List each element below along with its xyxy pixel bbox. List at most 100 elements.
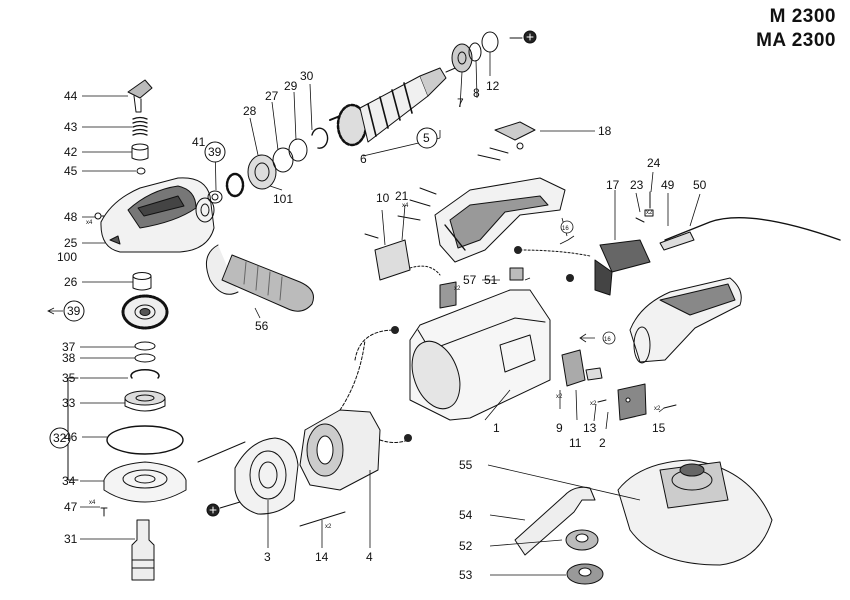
label-48: 48 <box>64 210 78 224</box>
callout-circle-39-left <box>63 300 85 322</box>
part-bearing-7 <box>451 43 473 73</box>
label-32: 32 <box>53 431 67 445</box>
label-51: 51 <box>484 273 498 287</box>
label-30: 30 <box>300 69 314 83</box>
label-24: 24 <box>647 156 661 170</box>
part-washer-37 <box>134 341 156 351</box>
part-cap-12 <box>481 31 499 53</box>
part-side-handle-56 <box>205 244 314 312</box>
label-25: 25 <box>64 236 78 250</box>
part-screw-47 <box>100 507 108 517</box>
conn-dot-2 <box>404 434 412 442</box>
part-washer-27 <box>272 147 294 173</box>
mult-24: x2 <box>646 210 653 216</box>
part-guard-55 <box>617 459 773 566</box>
label-13: 13 <box>583 421 597 435</box>
part-mount-10 <box>374 239 441 281</box>
label-7: 7 <box>457 96 464 110</box>
model-title-2: MA 2300 <box>756 30 836 51</box>
wire-2 <box>379 439 409 443</box>
part-spindle-31 <box>131 519 155 581</box>
label-2: 2 <box>599 436 606 450</box>
label-57: 57 <box>463 273 477 287</box>
label-38: 38 <box>62 351 76 365</box>
part-nut-53 <box>566 563 604 585</box>
mult-21: x4 <box>402 203 409 209</box>
group-bracket-32 <box>67 377 79 481</box>
part-fan-guide-3 <box>234 437 299 515</box>
callout-circle-39-top <box>204 141 226 163</box>
part-circlip-30 <box>311 127 329 149</box>
part-bushing-26 <box>132 272 152 291</box>
part-lever-44 <box>127 79 153 113</box>
label-34: 34 <box>62 474 76 488</box>
part-rear-handle-upper <box>434 177 566 263</box>
label-15: 15 <box>652 421 666 435</box>
part-washer-8 <box>468 42 482 62</box>
mult-48: x4 <box>86 220 93 226</box>
label-27: 27 <box>265 89 279 103</box>
label-56: 56 <box>255 319 269 333</box>
label-21: 21 <box>395 189 409 203</box>
star-marker-left <box>206 501 241 517</box>
label-17: 17 <box>606 178 620 192</box>
part-bushing-42 <box>131 143 149 161</box>
label-4: 4 <box>366 550 373 564</box>
label-29: 29 <box>284 79 298 93</box>
label-14: 14 <box>315 550 329 564</box>
callout-circle-5 <box>416 127 438 149</box>
part-flange-52 <box>565 529 599 551</box>
conn-dot-1 <box>391 326 399 334</box>
part-motor-housing-1 <box>409 289 551 421</box>
label-11: 11 <box>569 436 582 450</box>
part-lock-18 <box>494 121 536 150</box>
label-1: 1 <box>493 421 500 435</box>
part-switch-17 <box>594 239 651 296</box>
label-5: 5 <box>423 131 430 145</box>
part-long-screw <box>197 441 246 463</box>
part-gear-housing-25 <box>100 177 215 253</box>
label-28: 28 <box>243 104 257 118</box>
mult-47: x4 <box>89 500 96 506</box>
label-18: 18 <box>598 124 612 138</box>
part-labels: 44 43 42 45 48 25 100 26 39 37 38 35 33 … <box>53 69 707 582</box>
label-50: 50 <box>693 178 707 192</box>
label-12: 12 <box>486 79 500 93</box>
part-spring-43 <box>132 116 148 136</box>
mult-57: x2 <box>454 286 461 292</box>
part-brush-holder-9 <box>561 349 603 387</box>
label-33: 33 <box>62 396 76 410</box>
part-small-45 <box>136 167 146 175</box>
part-screw-14 <box>299 511 346 527</box>
part-cap-51 <box>509 267 524 281</box>
label-101: 101 <box>273 192 293 206</box>
part-cable-50 <box>659 217 841 251</box>
model-title-1: M 2300 <box>769 6 836 27</box>
wire-3 <box>519 249 591 257</box>
label-54: 54 <box>459 508 473 522</box>
label-37: 37 <box>62 340 76 354</box>
mult-15: x2 <box>654 406 661 412</box>
callout-circle-16-top <box>560 220 574 234</box>
part-circlip-35 <box>130 369 160 379</box>
label-44: 44 <box>64 89 78 103</box>
label-100: 100 <box>57 250 77 264</box>
part-pinion-39 <box>225 172 245 198</box>
part-plate-2 <box>617 383 647 421</box>
part-ring-29 <box>288 138 308 162</box>
label-10: 10 <box>376 191 390 205</box>
part-flange-34 <box>103 461 187 503</box>
part-field-coil-4 <box>299 339 381 491</box>
wire-1 <box>354 329 396 361</box>
part-screws <box>597 399 677 409</box>
label-39-left: 39 <box>67 304 81 318</box>
part-bevel-gear-39 <box>121 294 169 330</box>
label-9: 9 <box>556 421 563 435</box>
part-nut-41 <box>207 190 223 204</box>
part-brush-57 <box>439 281 457 309</box>
label-3: 3 <box>264 550 271 564</box>
label-52: 52 <box>459 539 473 553</box>
conn-dot-3 <box>514 246 522 254</box>
part-rear-handle-lower <box>629 277 742 364</box>
